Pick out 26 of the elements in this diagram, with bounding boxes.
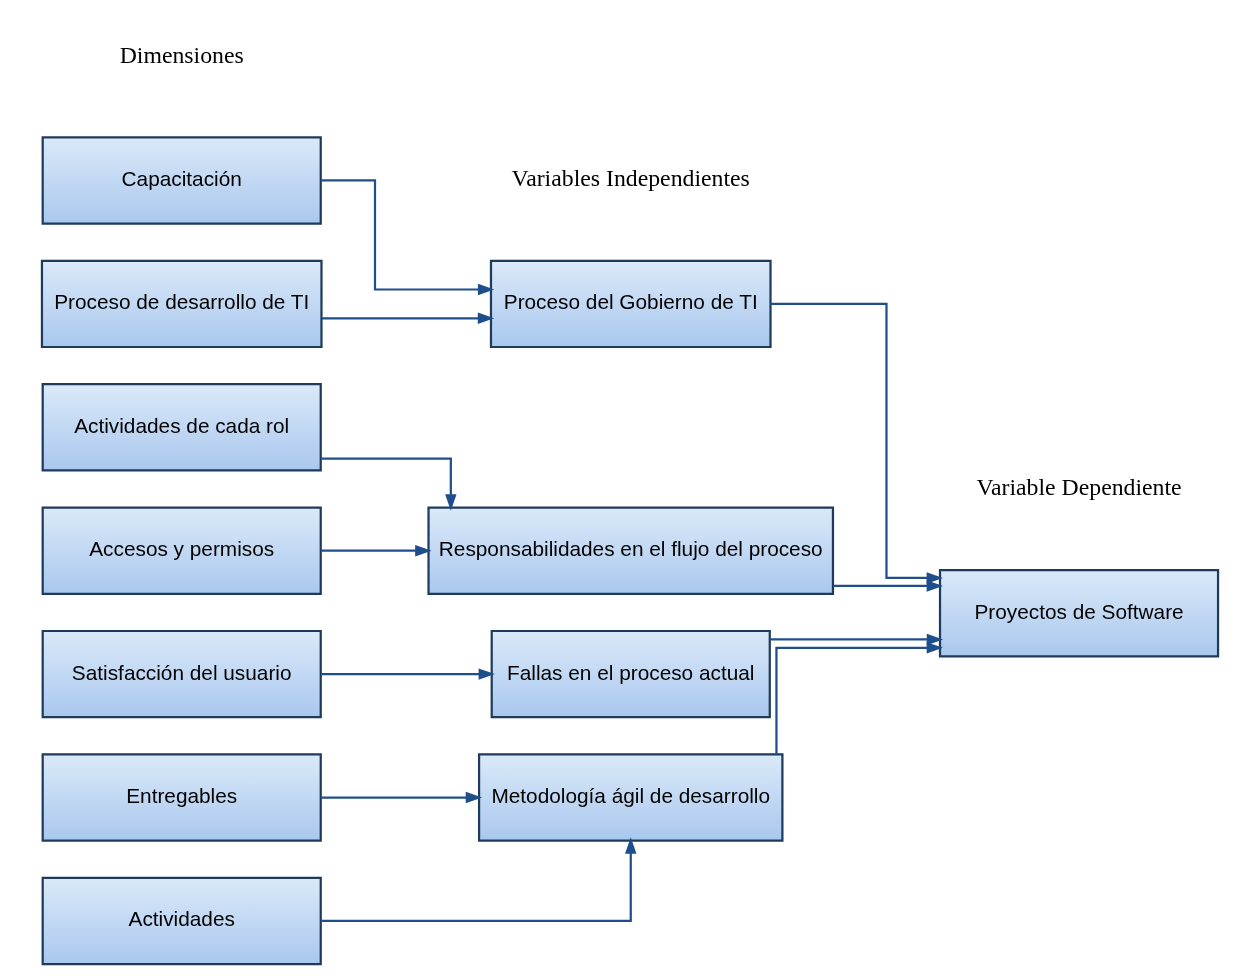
node-box: Proceso de desarrollo de TI [40, 259, 323, 349]
label: Variable Dependiente [975, 474, 1182, 501]
arrow [321, 312, 494, 324]
arrow [832, 580, 943, 592]
node-box: Satisfacción del usuario [41, 629, 322, 719]
arrow [770, 302, 943, 584]
arrow [320, 791, 482, 804]
node-box: Actividades de cada rol [41, 383, 322, 472]
arrow [774, 642, 943, 755]
node-box: Fallas en el proceso actual [490, 629, 771, 719]
arrow [769, 633, 943, 646]
arrow [320, 544, 432, 557]
arrow [320, 457, 457, 511]
arrow [320, 179, 494, 296]
node-box: Proyectos de Software [938, 568, 1219, 658]
arrow [320, 668, 495, 680]
node-box: Entregables [41, 753, 322, 842]
node-box: Proceso del Gobierno de TI [489, 259, 772, 349]
node-box: Actividades [41, 876, 322, 966]
label: Variables Independientes [511, 165, 750, 192]
label: Dimensiones [119, 41, 244, 68]
arrow [320, 837, 636, 923]
node-box: Accesos y permisos [41, 506, 322, 595]
node-box: Responsabilidades en el flujo del proceso [426, 506, 834, 595]
node-box: Metodología ágil de desarrollo [477, 753, 783, 842]
node-box: Capacitación [41, 136, 322, 225]
